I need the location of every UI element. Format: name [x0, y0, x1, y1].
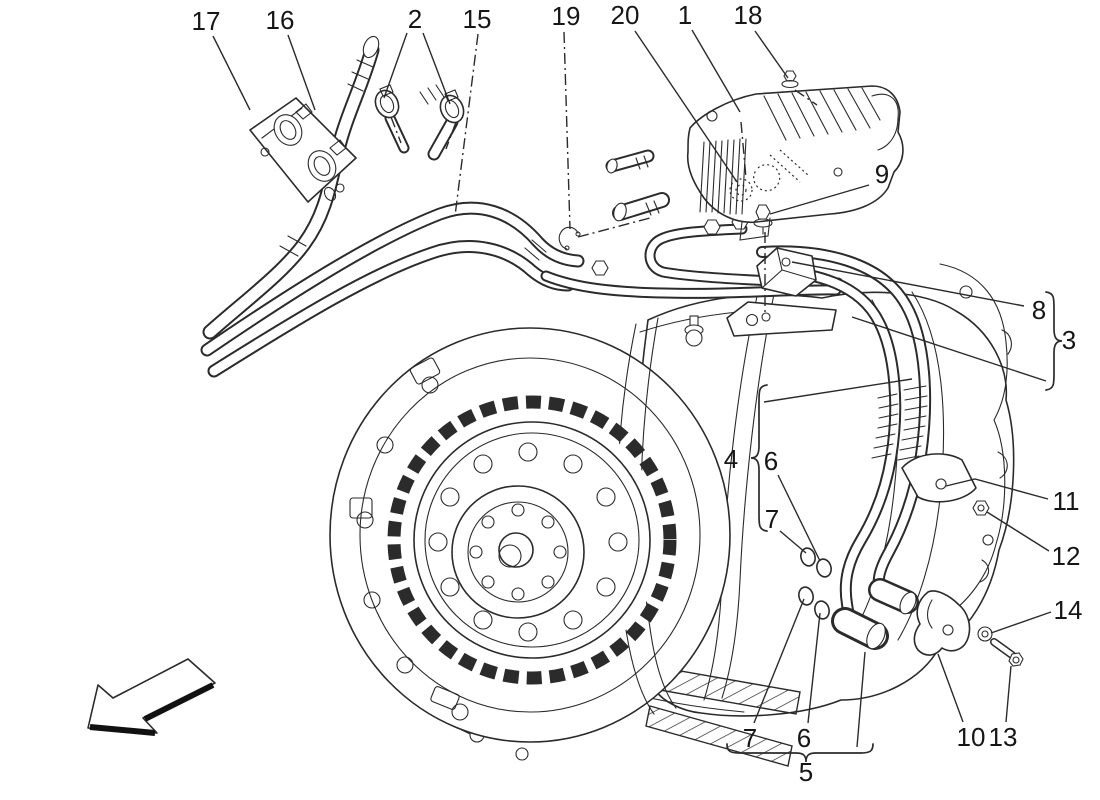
- direction-arrow: [87, 658, 216, 736]
- torque-converter: [329, 317, 731, 743]
- callout-label-4: 4: [724, 444, 738, 474]
- callout-label-7-mid: 7: [765, 504, 779, 534]
- leader-line-13-0: [1005, 665, 1012, 723]
- leader-line-2-0: [383, 32, 408, 99]
- callout-label-5: 5: [799, 757, 813, 787]
- callout-label-18: 18: [734, 0, 763, 30]
- leader-line-18-1: [794, 89, 818, 106]
- brace-4: [750, 384, 768, 532]
- callout-label-9: 9: [875, 159, 889, 189]
- callout-label-16: 16: [266, 5, 295, 35]
- bolt-18: [781, 70, 799, 89]
- leader-line-7-mid-0: [779, 530, 807, 554]
- callout-label-2: 2: [408, 4, 422, 34]
- o-ring-seals: [798, 547, 832, 620]
- leader-line-12-0: [986, 511, 1050, 552]
- pipe-unions: [591, 214, 749, 276]
- callout-label-6-mid: 6: [764, 446, 778, 476]
- leader-line-5-0: [856, 651, 866, 748]
- flexplate-holes: [428, 442, 628, 642]
- hose-clamps-2: [374, 84, 465, 154]
- fork-bracket-10: [913, 590, 971, 656]
- leader-line-1-1: [740, 121, 747, 179]
- oil-cooler: [605, 70, 904, 241]
- hub-bolt-circle: [469, 503, 567, 601]
- callout-label-12: 12: [1052, 541, 1081, 571]
- callout-label-19: 19: [552, 1, 581, 31]
- leader-line-16-0: [287, 34, 316, 111]
- leader-line-8-0: [791, 261, 1025, 307]
- callout-label-1: 1: [678, 0, 692, 30]
- callout-label-7-bottom: 7: [743, 723, 757, 753]
- callout-label-15: 15: [463, 4, 492, 34]
- pipe-clamp-8: [756, 247, 817, 297]
- leader-line-20-0: [634, 30, 738, 183]
- leader-line-2-1: [422, 32, 451, 105]
- leader-line-2-2: [390, 116, 402, 144]
- callout-label-8: 8: [1032, 295, 1046, 325]
- clamp-right: [439, 94, 465, 124]
- leader-line-15-0: [454, 33, 479, 217]
- leader-line-14-0: [990, 611, 1052, 634]
- callout-label-6-bottom: 6: [797, 723, 811, 753]
- leader-line-19-0: [563, 31, 571, 230]
- pipe-clamp-11: [901, 453, 977, 503]
- leader-line-9-0: [769, 184, 870, 215]
- callout-label-14: 14: [1054, 595, 1083, 625]
- leader-line-17-0: [212, 35, 251, 111]
- leader-line-3-0: [851, 316, 1047, 382]
- leader-line-6-mid-0: [777, 474, 821, 562]
- callout-label-3: 3: [1062, 325, 1076, 355]
- leader-line-18-0: [754, 30, 789, 79]
- leader-line-11-0: [945, 478, 1049, 500]
- bolt-9: [753, 204, 773, 235]
- leader-line-1-0: [691, 29, 741, 113]
- flexible-oil-pipes: [762, 251, 927, 651]
- bracket-plate: [726, 301, 837, 337]
- leader-line-10-0: [937, 653, 964, 723]
- oil-pipes-and-hoses: [207, 35, 838, 371]
- washer-14: [977, 626, 993, 642]
- callout-label-20: 20: [611, 0, 640, 30]
- leader-line-6-bottom-0: [807, 612, 821, 724]
- callout-label-10: 10: [957, 722, 986, 752]
- underbrace-5: [726, 743, 874, 763]
- support-bracket-17: [249, 97, 357, 203]
- callout-label-17: 17: [192, 6, 221, 36]
- nut-12: [972, 500, 990, 516]
- leader-line-7-bottom-0: [753, 598, 805, 724]
- leader-line-4-0: [763, 378, 913, 403]
- clamp-left: [374, 89, 400, 119]
- brace-3: [1045, 291, 1063, 391]
- callout-label-13: 13: [989, 722, 1018, 752]
- snap-ring: [558, 226, 581, 251]
- breather-cap: [684, 315, 704, 347]
- leader-line-2-3: [445, 121, 457, 150]
- callout-label-11: 11: [1053, 486, 1080, 516]
- bolt-13: [990, 638, 1024, 667]
